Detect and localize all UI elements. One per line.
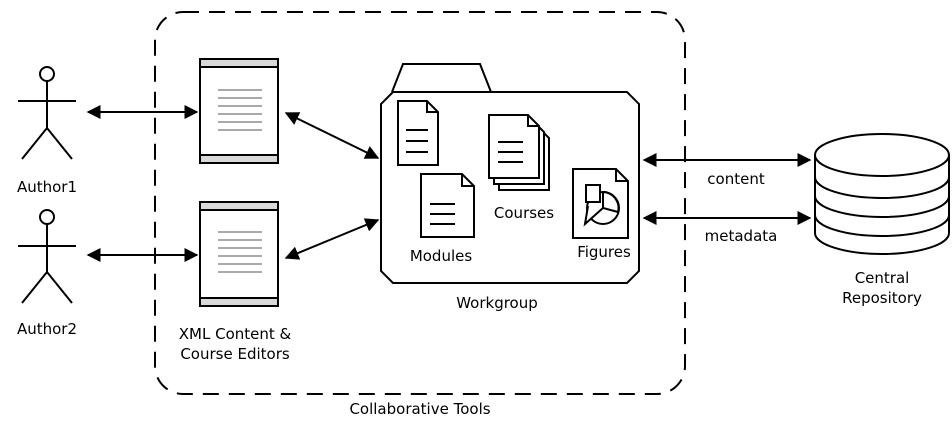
pie-chart-icon — [583, 184, 620, 227]
repository-label-line2: Repository — [842, 289, 922, 307]
document-icon — [397, 100, 439, 166]
editor-window-2-icon — [199, 201, 279, 307]
author1-label: Author1 — [17, 178, 77, 196]
author1-actor-icon — [18, 66, 76, 160]
author2-actor-icon — [18, 209, 76, 304]
figures-document-icon — [572, 168, 629, 239]
collaborative-tools-label: Collaborative Tools — [349, 400, 490, 418]
repository-label-line1: Central — [855, 269, 910, 287]
metadata-label: metadata — [705, 227, 778, 245]
author2-label: Author2 — [17, 320, 77, 338]
content-label: content — [707, 170, 765, 188]
editors-label-line2: Course Editors — [180, 345, 290, 363]
modules-document-icon — [420, 173, 475, 238]
collaborative-tools-boundary — [154, 11, 686, 395]
editor2-workgroup-arrow — [284, 218, 380, 260]
editor-window-1-icon — [199, 58, 279, 164]
modules-label: Modules — [410, 247, 473, 265]
figures-label: Figures — [577, 243, 631, 261]
workgroup-label: Workgroup — [456, 294, 538, 312]
courses-stack-icon — [488, 114, 550, 191]
editors-label-line1: XML Content & — [179, 325, 292, 343]
courses-label: Courses — [494, 204, 554, 222]
editor1-workgroup-arrow — [284, 112, 380, 159]
database-icon — [814, 133, 950, 255]
